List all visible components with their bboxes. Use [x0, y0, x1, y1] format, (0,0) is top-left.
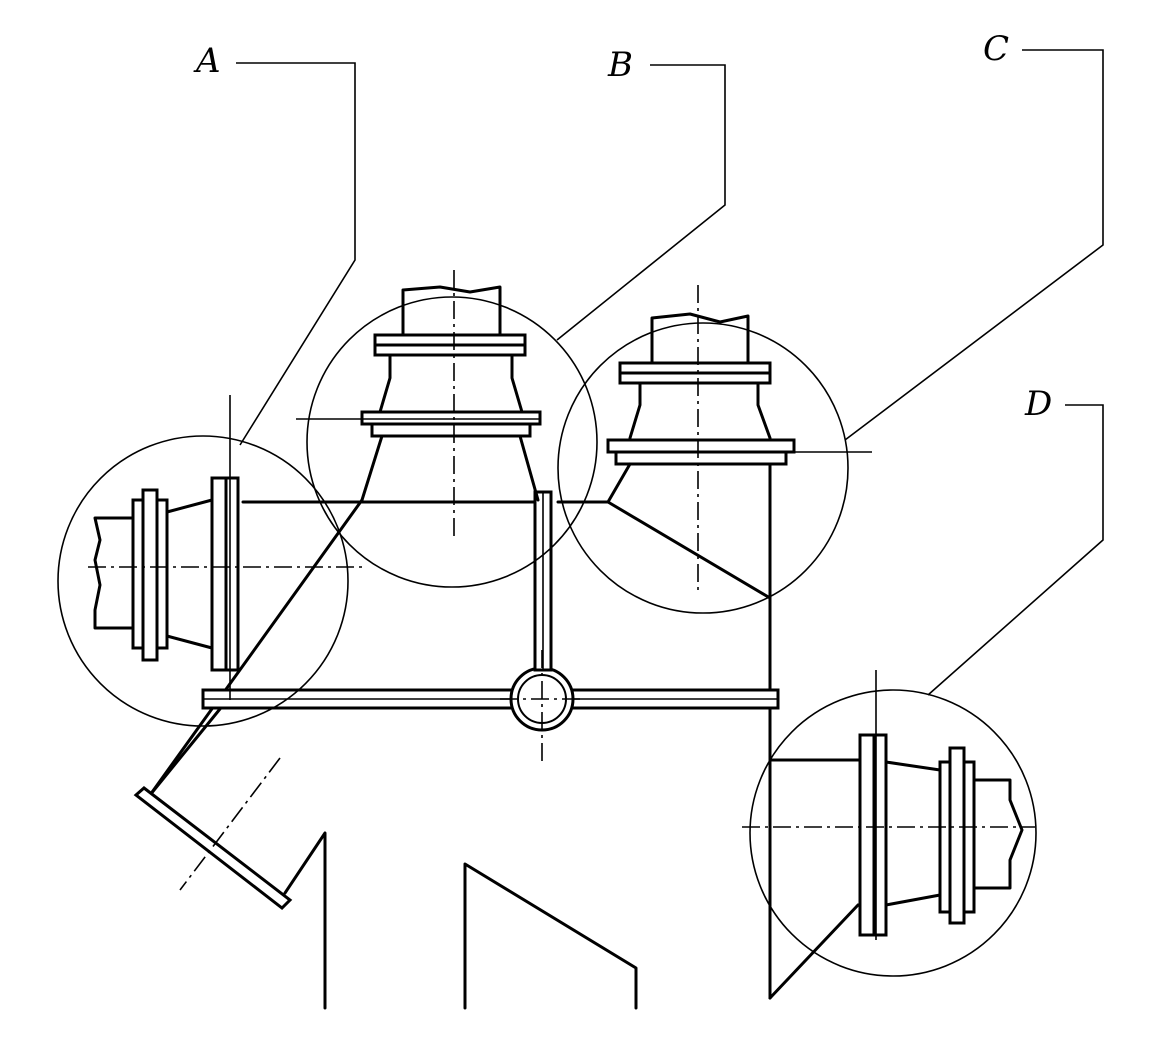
central-pipe	[500, 490, 585, 765]
detail-circle-a	[57, 435, 349, 727]
detail-circle-c	[557, 322, 849, 614]
detail-circle-d	[749, 689, 1037, 977]
detail-circle-b	[306, 296, 598, 588]
callout-leader-c	[844, 49, 1104, 441]
label-a: A	[193, 41, 221, 81]
cross-beam	[201, 688, 780, 710]
callout-leader-b	[556, 64, 726, 341]
label-d: D	[1024, 384, 1052, 424]
nozzle-b	[296, 270, 542, 540]
nozzle-c	[606, 285, 872, 590]
nozzle-d	[742, 670, 1035, 940]
main-body	[148, 458, 860, 1010]
callout-leader-d	[927, 404, 1104, 696]
nozzle-a	[88, 395, 362, 700]
angled-flange	[133, 786, 293, 910]
label-b: B	[607, 45, 633, 85]
callout-leader-a	[236, 62, 356, 446]
label-c: C	[983, 29, 1009, 69]
angled-nozzle-axis	[179, 757, 281, 891]
